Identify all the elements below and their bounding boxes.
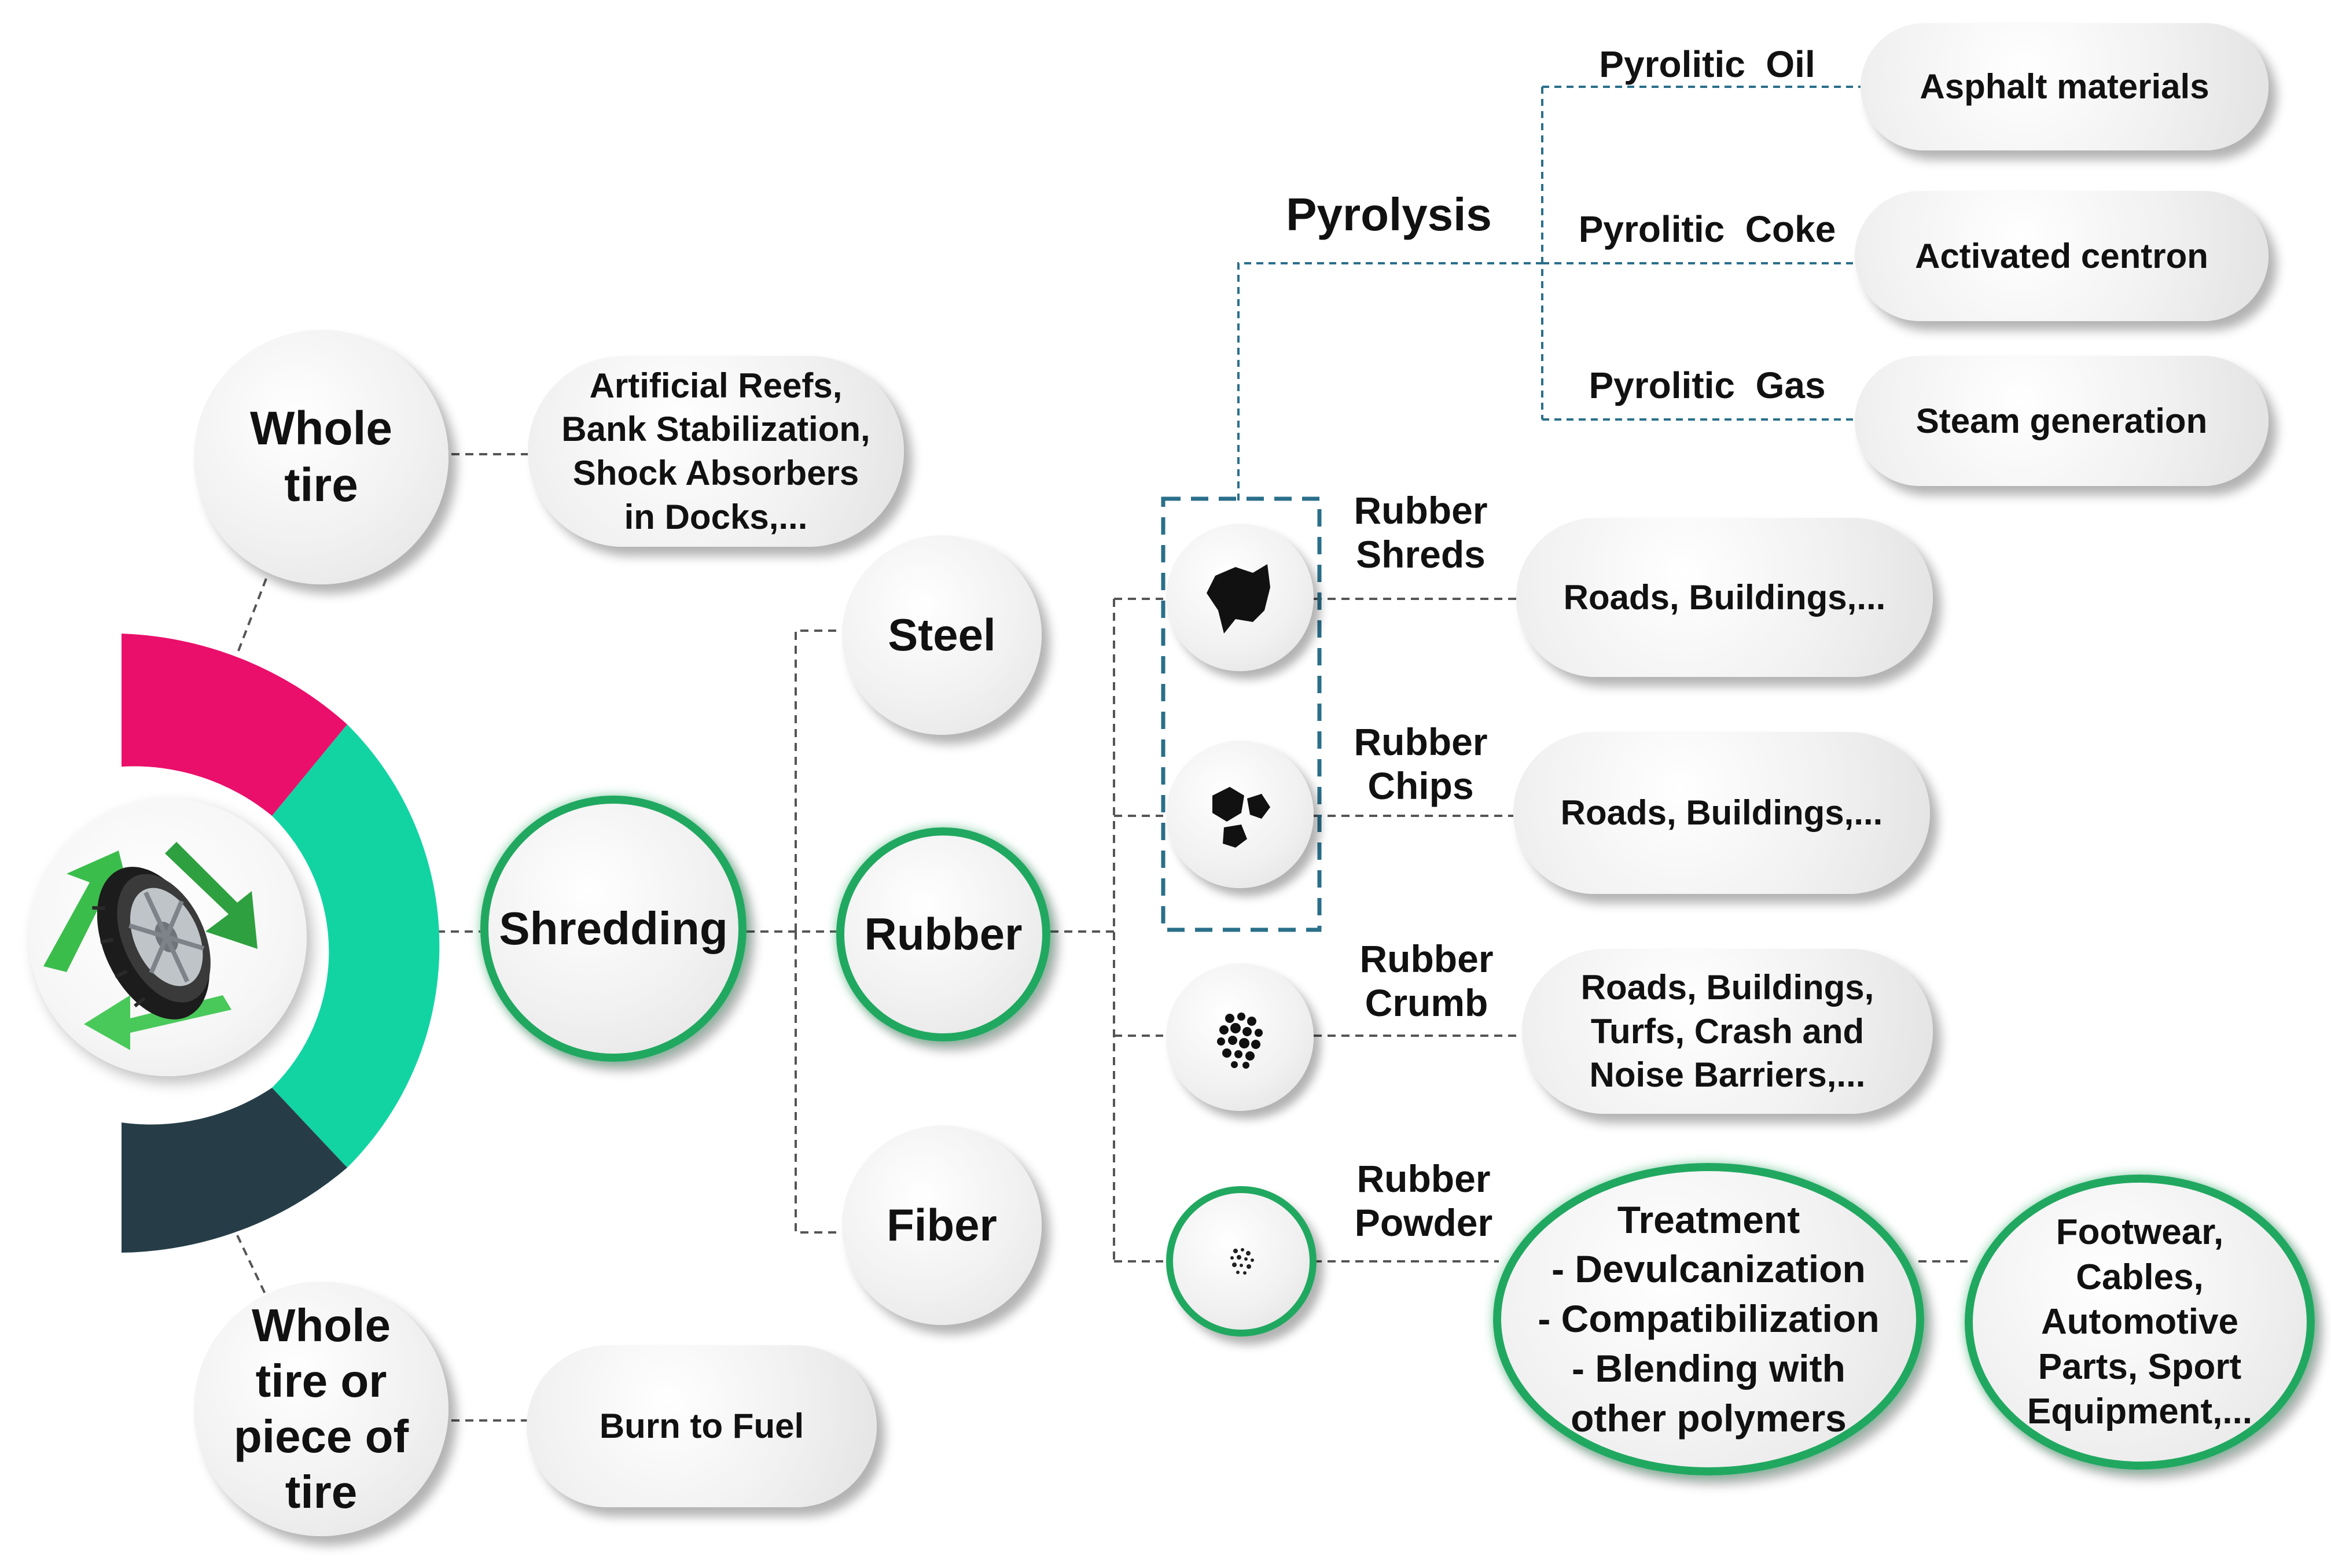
donut-segment-bottom [122, 1088, 347, 1253]
rubber-powder-icon [1230, 1248, 1254, 1275]
rubber-crumb-icon [1217, 1013, 1263, 1069]
fiber-node: Fiber [842, 1125, 1042, 1325]
powder-use-node: Footwear, Cables, Automotive Parts, Spor… [1965, 1175, 2315, 1470]
steam-generation-node: Steam generation [1855, 356, 2269, 486]
rubber-shreds-circle [1166, 524, 1314, 671]
rubber-powder-circle [1166, 1186, 1317, 1337]
steel-node: Steel [842, 535, 1042, 735]
whole-tire-node: Whole tire [194, 330, 448, 584]
donut-segment-middle [272, 724, 440, 1168]
whole-or-piece-node: Whole tire or piece of tire [194, 1282, 448, 1536]
pyrolitic-coke-label: Pyrolitic Coke [1578, 208, 1836, 250]
tire-donut [122, 634, 440, 1253]
rubber-crumb-circle [1166, 963, 1314, 1111]
crumb-use-node: Roads, Buildings, Turfs, Crash and Noise… [1522, 949, 1933, 1114]
rubber-shreds-label: Rubber Shreds [1354, 489, 1488, 576]
rubber-shreds-icon [1207, 564, 1270, 634]
pyrolysis-label: Pyrolysis [1286, 189, 1492, 240]
rubber-powder-label: Rubber Powder [1354, 1157, 1493, 1244]
rubber-chips-circle [1166, 741, 1314, 888]
rubber-chips-icon [1212, 787, 1270, 848]
asphalt-materials-node: Asphalt materials [1861, 23, 2269, 150]
rubber-crumb-label: Rubber Crumb [1359, 937, 1494, 1024]
donut-segment-top [122, 634, 347, 816]
shredding-node: Shredding [480, 796, 747, 1062]
burn-to-fuel-node: Burn to Fuel [527, 1345, 877, 1507]
shreds-use-node: Roads, Buildings,... [1516, 518, 1933, 677]
activated-centron-node: Activated centron [1855, 191, 2269, 321]
shreds-chips-group-box [1161, 496, 1322, 932]
pyrolitic-oil-label: Pyrolitic Oil [1599, 43, 1815, 85]
rubber-node: Rubber [836, 827, 1050, 1041]
pyrolitic-gas-label: Pyrolitic Gas [1589, 365, 1826, 406]
treatment-node: Treatment - Devulcanization - Compatibil… [1493, 1163, 1924, 1475]
chips-use-node: Roads, Buildings,... [1513, 732, 1930, 894]
recycle-tire-icon [43, 842, 258, 1050]
rubber-chips-label: Rubber Chips [1354, 720, 1488, 807]
whole-tire-uses-node: Artificial Reefs, Bank Stabilization, Sh… [528, 356, 904, 547]
